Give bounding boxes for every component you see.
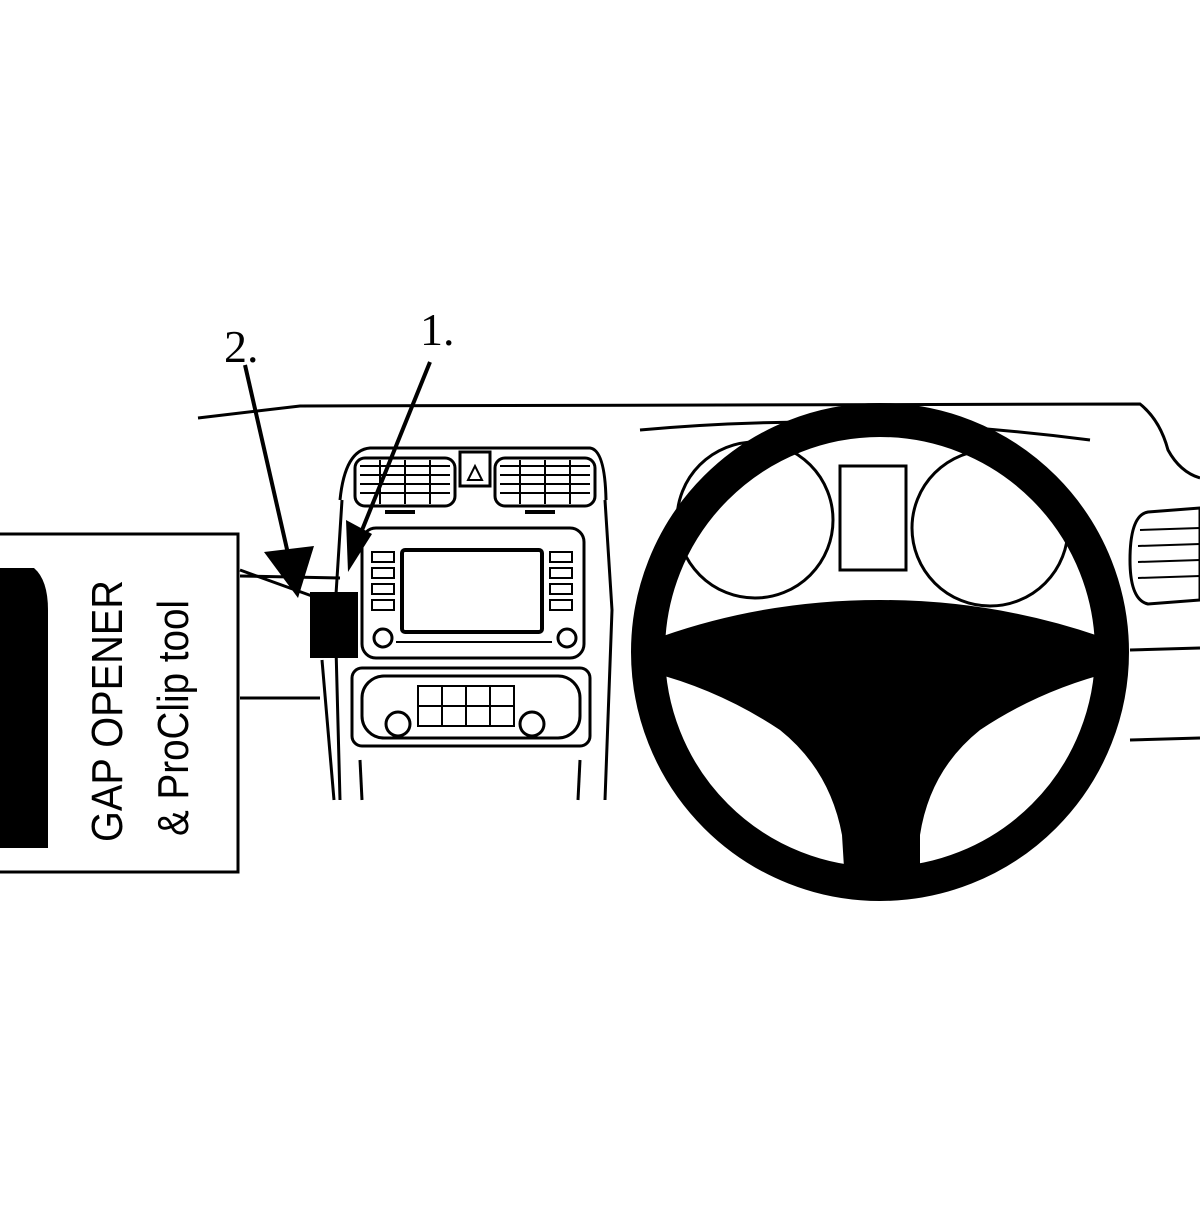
center-console [333, 446, 614, 801]
hazard-button [458, 450, 492, 488]
mount-block [310, 592, 358, 658]
radio-left-knob [372, 627, 394, 649]
tool-label-proclip: & ProClip tool [149, 600, 198, 836]
tool-label-gap-opener: GAP OPENER [83, 580, 132, 842]
radio-right-knob [556, 627, 578, 649]
climate-left-knob [384, 710, 412, 738]
side-air-vent [1128, 506, 1200, 606]
radio-unit [360, 526, 586, 660]
steering-wheel-hub [650, 600, 1112, 884]
callout-1-label: 1. [420, 304, 455, 355]
callout-2-label: 2. [224, 321, 259, 372]
cluster-display [838, 464, 908, 572]
gap-opener-tool-icon [0, 568, 48, 848]
climate-right-knob [518, 710, 546, 738]
steering-wheel [631, 403, 1129, 901]
left-vent-slats [360, 460, 450, 504]
callout-2-arrow [243, 364, 314, 598]
right-air-vent [493, 456, 597, 508]
holder-mount [239, 568, 358, 801]
callout-1-arrow [346, 361, 432, 572]
climate-buttons [417, 685, 515, 727]
navigation-screen [400, 548, 544, 634]
left-air-vent [353, 456, 457, 508]
climate-control-panel [350, 666, 592, 748]
tool-info-box: GAP OPENER & ProClip tool [0, 532, 240, 874]
right-vent-slats [500, 460, 590, 504]
hazard-triangle-icon [466, 463, 484, 481]
radio-side-buttons [371, 551, 573, 611]
